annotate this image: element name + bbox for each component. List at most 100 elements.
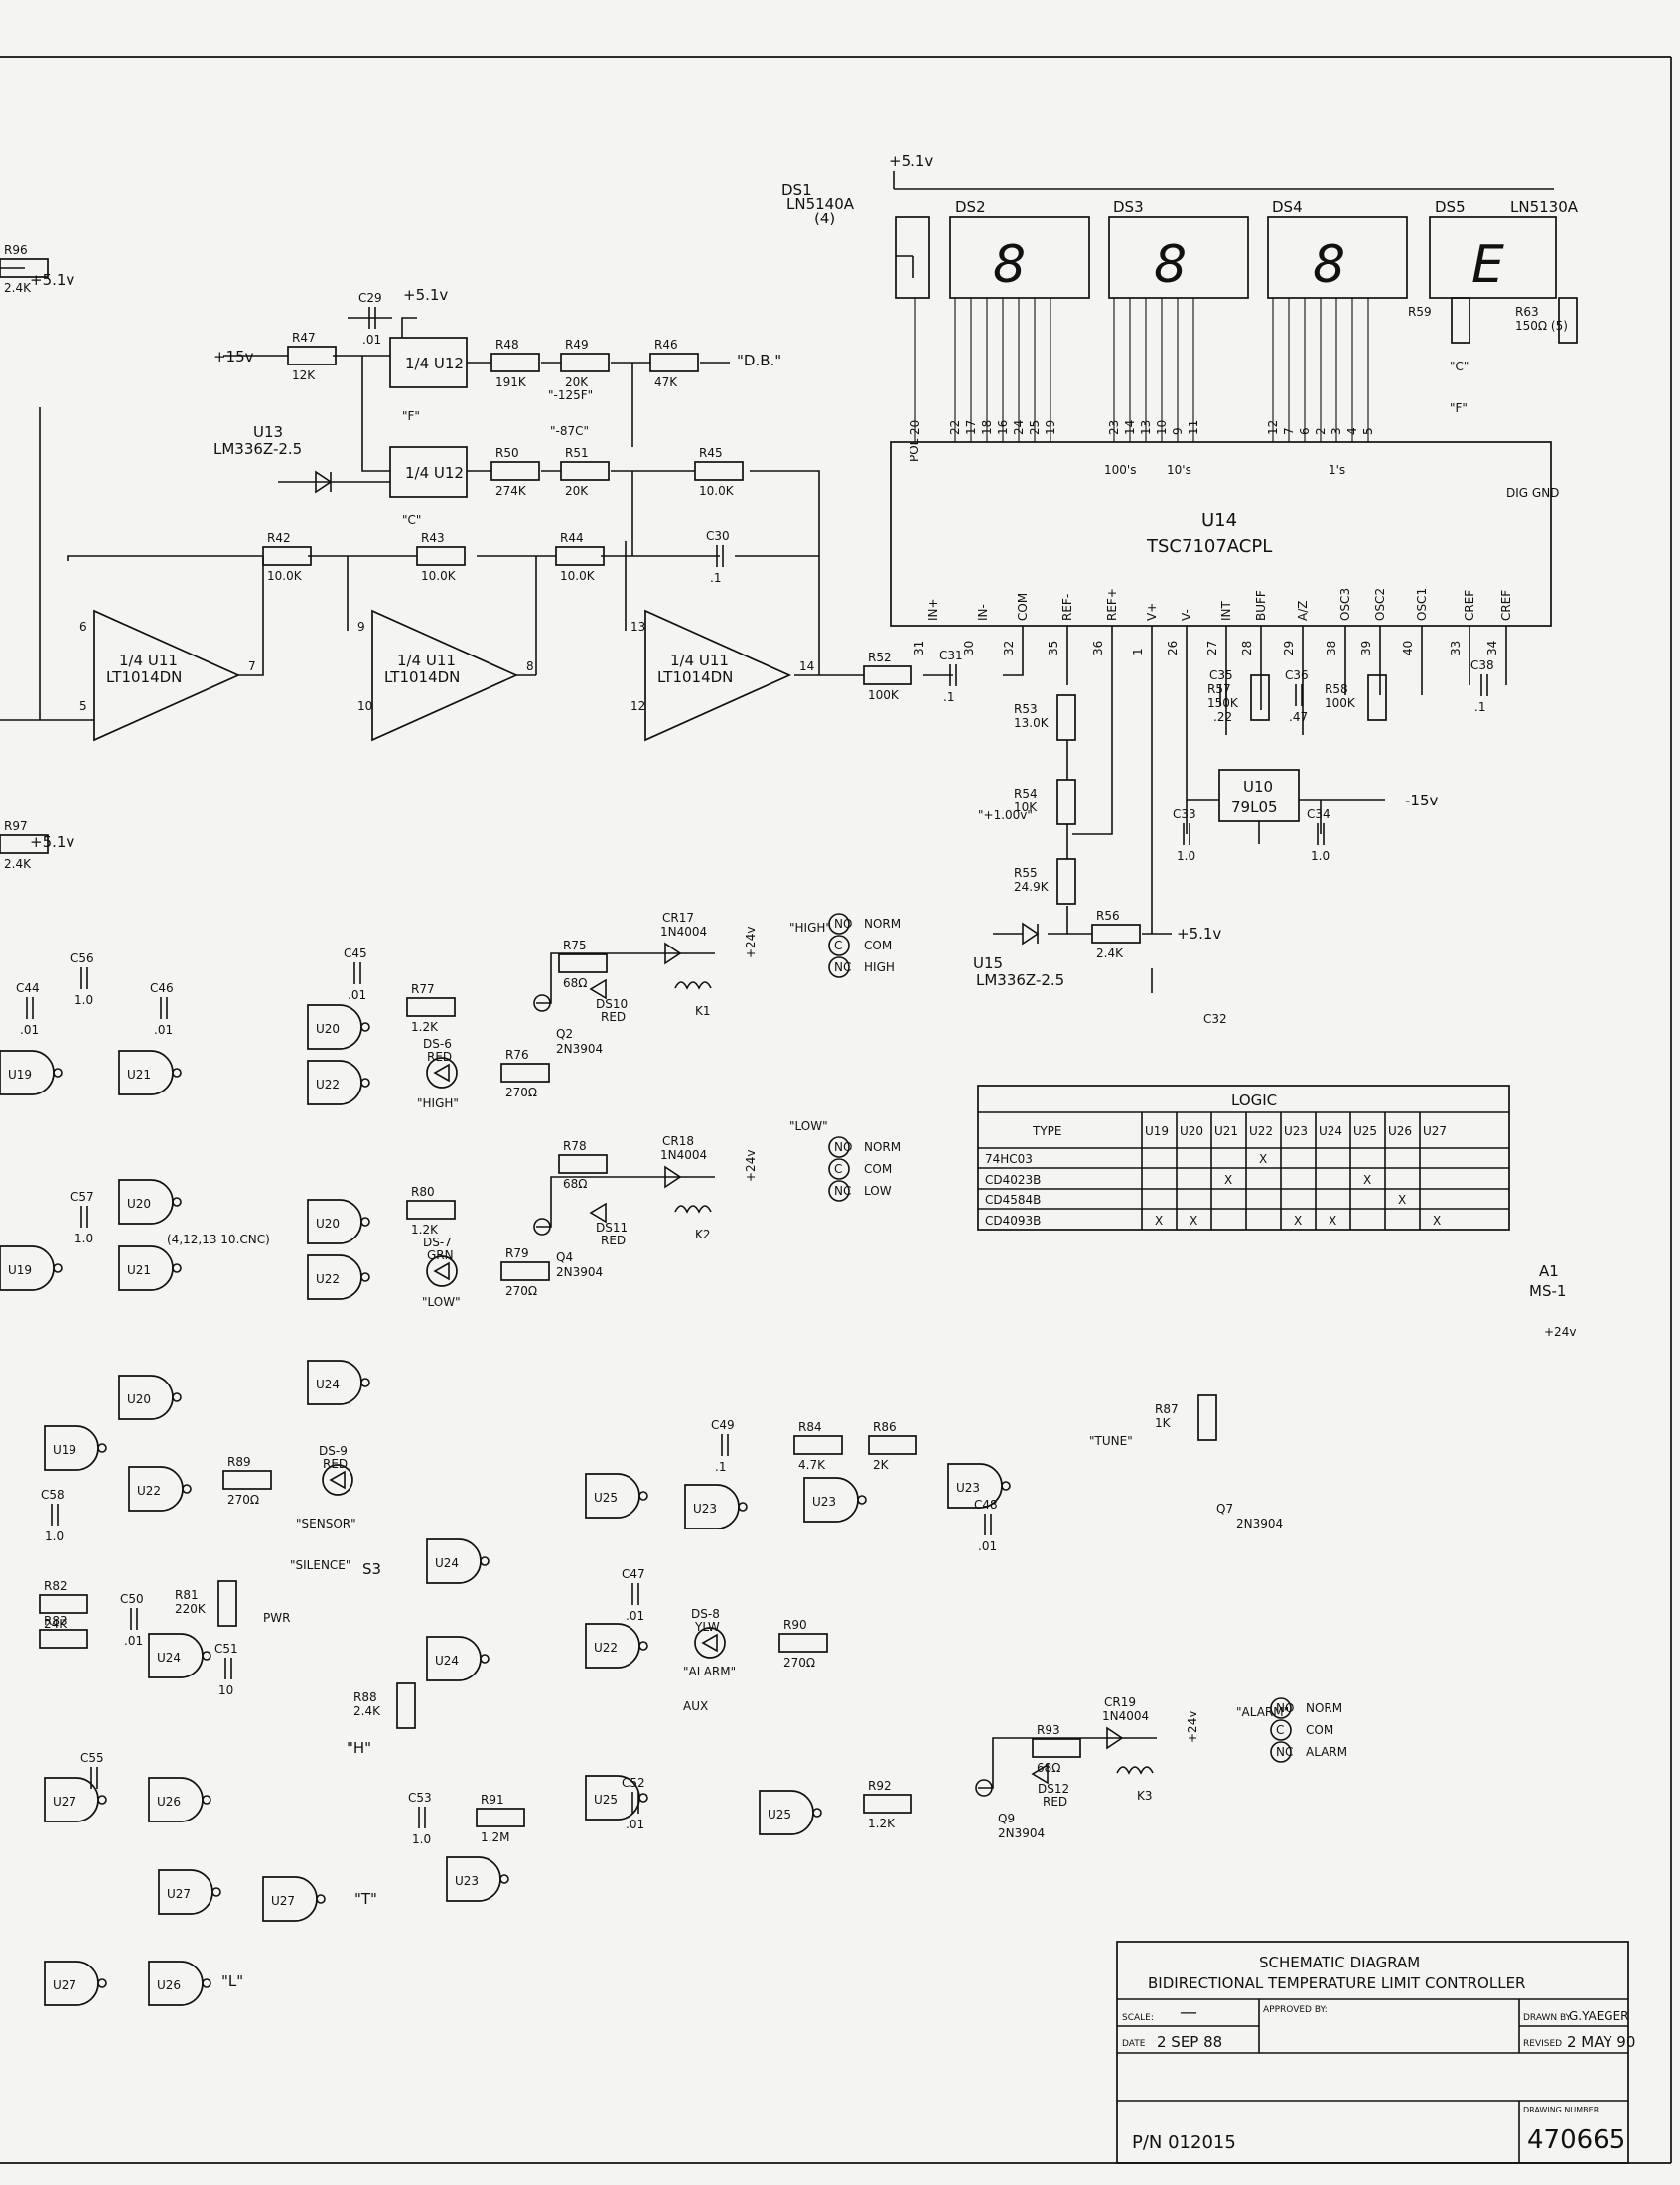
- capacitor-ref: C35: [1209, 668, 1233, 682]
- opamp-triangle: [371, 609, 519, 742]
- drawn-value: G.YAEGER: [1569, 2009, 1629, 2023]
- resistor-body: [287, 346, 337, 365]
- relay-led-ref: DS12: [1038, 1782, 1069, 1796]
- resistor-ref: R84: [798, 1420, 822, 1434]
- adc-top-pin-num: 22: [948, 420, 962, 435]
- l-out: "L": [221, 1972, 243, 1990]
- t-out: "T": [354, 1890, 377, 1908]
- indicator-led: [426, 1057, 458, 1089]
- led-ref: DS-8: [691, 1607, 720, 1621]
- resistor-body: [1056, 694, 1076, 741]
- gate-ref: U25: [594, 1491, 618, 1505]
- gate-output-bubble: [97, 1795, 107, 1805]
- u10-ref: U10: [1243, 778, 1273, 796]
- resistor-value: 68Ω: [1037, 1761, 1060, 1775]
- relay-diode-part: 1N4004: [660, 925, 707, 939]
- scale-value: —: [1180, 2002, 1197, 2023]
- resistor-body: [560, 353, 610, 372]
- logic-mark: X: [1190, 1214, 1197, 1228]
- relay-transistor: Q9: [998, 1812, 1015, 1825]
- opamp-triangle: [93, 609, 241, 742]
- adc-supply: +5.1v: [1177, 925, 1221, 943]
- ds3-display: [1108, 216, 1249, 299]
- adc-bottom-pin-num: 38: [1325, 641, 1338, 656]
- resistor-body: [490, 461, 540, 481]
- u10-part: 79L05: [1231, 799, 1278, 816]
- resistor-ref: R48: [495, 338, 519, 352]
- relay-contact-label: NORM: [864, 1140, 901, 1154]
- left-v5-b: +5.1v: [30, 833, 74, 851]
- resistor-ref: R51: [565, 446, 589, 460]
- capacitor-ref: C50: [120, 1592, 144, 1606]
- resistor-ref: R91: [481, 1793, 504, 1807]
- ds5-part: LN5130A: [1510, 198, 1579, 216]
- relay-transistor-symbol: [533, 1218, 551, 1236]
- relay-contact-label: COM: [1306, 1723, 1333, 1737]
- capacitor-value: .01: [154, 1023, 173, 1037]
- logic-mark: X: [1363, 1173, 1371, 1187]
- relay-terminal-pin: NO: [834, 917, 852, 931]
- opamp-ref: 1/4 U11: [397, 652, 456, 669]
- adc-bottom-pin-num: 29: [1282, 641, 1296, 656]
- resistor-ref: R43: [421, 531, 445, 545]
- resistor-body: [406, 997, 456, 1017]
- relay-terminal-pin: NC: [834, 960, 851, 974]
- gate-output-bubble: [857, 1495, 867, 1505]
- relay-contact-label: LOW: [864, 1184, 892, 1198]
- relay-coil: [674, 1205, 712, 1214]
- gate-output-bubble: [638, 1491, 648, 1501]
- date-value: 2 SEP 88: [1157, 2033, 1222, 2051]
- capacitor-value: 1.0: [1177, 849, 1195, 863]
- resistor-value: 20K: [565, 484, 589, 498]
- relay-terminal-pin: NC: [834, 1184, 851, 1198]
- sensor-note: "SENSOR": [296, 1517, 356, 1530]
- led-ref: DS-9: [319, 1444, 348, 1458]
- logic-col-header: U21: [1214, 1124, 1238, 1138]
- gate-ref: U23: [956, 1481, 980, 1495]
- resistor-ref: R75: [563, 939, 587, 952]
- resistor-value: 2.4K: [1096, 947, 1124, 960]
- capacitor-value: .01: [20, 1023, 39, 1037]
- relay-led: [1031, 1763, 1049, 1785]
- capacitor-ref: C57: [70, 1190, 94, 1204]
- led-diode-symbol: [433, 1063, 450, 1083]
- adc-pol: POL: [908, 438, 921, 462]
- resistor-body: [39, 1629, 88, 1649]
- adc-bottom-pin-name: OSC3: [1338, 588, 1352, 621]
- relay-led-color: RED: [601, 1234, 626, 1247]
- led-diode-symbol: [329, 1470, 346, 1490]
- resistor-body: [1056, 858, 1076, 905]
- resistor-ref: R47: [292, 331, 316, 345]
- resistor-ref: R78: [563, 1139, 587, 1153]
- adc-bottom-pin-name: CREF: [1499, 590, 1513, 621]
- resistor-ref: R97: [4, 819, 28, 833]
- plus15-label: +15v: [213, 348, 254, 365]
- left-v5: +5.1v: [30, 271, 74, 289]
- capacitor-value: .1: [715, 1460, 726, 1474]
- gate-output-bubble: [360, 1217, 370, 1227]
- adc-top-pin-num: 19: [1044, 420, 1057, 435]
- note-125f: "-125F": [548, 388, 593, 402]
- gate-ref: U19: [8, 1263, 32, 1277]
- adc-top-pin-num: 9: [1171, 427, 1185, 435]
- adc-bottom-pin-name: V+: [1145, 603, 1159, 621]
- adc-top-pin-num: 23: [1107, 420, 1121, 435]
- s3-label: S3: [362, 1560, 381, 1578]
- adc-bottom-pin-num: 27: [1205, 641, 1219, 656]
- gate-ref: U26: [157, 1795, 181, 1809]
- drawing-number: 470665: [1527, 2125, 1625, 2155]
- resistor-body: [1032, 1738, 1081, 1758]
- resistor-body: [555, 546, 605, 566]
- adc-top-pin-num: 13: [1139, 420, 1153, 435]
- logic-col-header: U26: [1388, 1124, 1412, 1138]
- relay-terminal-pin: NO: [1276, 1701, 1294, 1715]
- resistor-body: [416, 546, 466, 566]
- resistor-value: 10.0K: [699, 484, 735, 498]
- capacitor-ref: C51: [214, 1642, 238, 1656]
- resistor-ref: R42: [267, 531, 291, 545]
- capacitor-value: .1: [943, 690, 954, 704]
- resistor-ref: R44: [560, 531, 584, 545]
- adc-input-network: +5.1v U15 LM336Z-2.5 "+1.00v" U10 79L05 …: [923, 626, 1507, 993]
- relay-wire: [536, 1176, 715, 1228]
- silence-note: "SILENCE": [290, 1558, 350, 1572]
